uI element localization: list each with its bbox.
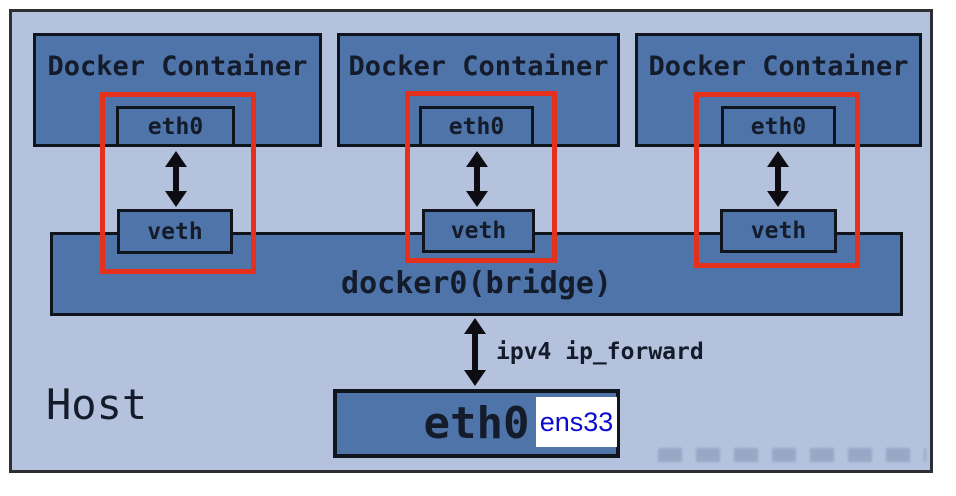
eth0-label: eth0 xyxy=(147,113,204,140)
namespace-outline-3 xyxy=(694,92,860,268)
veth-box-2: veth xyxy=(422,209,535,253)
ip-forward-label: ipv4 ip_forward xyxy=(496,339,704,365)
docker-container-title: Docker Container xyxy=(648,51,909,82)
namespace-outline-2 xyxy=(405,91,557,263)
ens33-annotation-badge: ens33 xyxy=(536,397,617,447)
container-eth0-box-3: eth0 xyxy=(721,106,836,147)
eth0-label: eth0 xyxy=(750,113,807,140)
veth-label: veth xyxy=(147,218,203,245)
host-label: Host xyxy=(46,380,148,429)
veth-label: veth xyxy=(450,218,507,244)
namespace-outline-1 xyxy=(100,92,256,274)
container-eth0-box-1: eth0 xyxy=(116,106,235,147)
bridge-label: docker0(bridge) xyxy=(341,266,612,301)
watermark-artifact xyxy=(658,448,926,462)
double-arrow-icon xyxy=(464,318,486,386)
ens33-label: ens33 xyxy=(539,406,614,437)
container-eth0-box-2: eth0 xyxy=(419,106,534,147)
double-arrow-icon xyxy=(767,151,789,207)
double-arrow-icon xyxy=(466,151,488,207)
veth-box-1: veth xyxy=(117,209,233,254)
eth0-label: eth0 xyxy=(448,113,505,140)
veth-box-3: veth xyxy=(720,209,837,253)
double-arrow-icon xyxy=(165,151,187,207)
docker-container-title: Docker Container xyxy=(47,51,308,82)
docker-container-title: Docker Container xyxy=(348,51,609,82)
veth-label: veth xyxy=(750,218,807,244)
host-eth0-label: eth0 xyxy=(423,398,530,449)
